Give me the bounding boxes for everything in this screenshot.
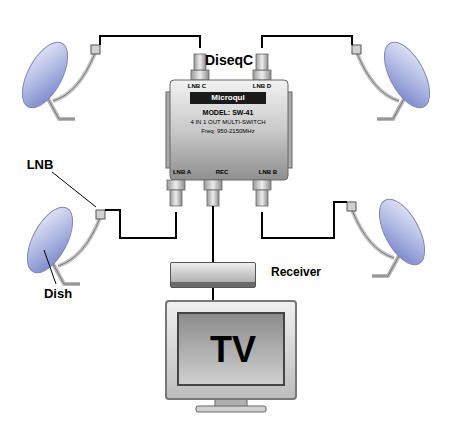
device-marking: Microqul — [211, 94, 244, 102]
device-marking: REC — [216, 169, 229, 175]
satellite-dish — [352, 35, 439, 119]
satellite-dish — [13, 35, 100, 119]
tv-stand — [196, 399, 266, 412]
device-marking: 4 IN 1 OUT MULTI-SWITCH — [190, 119, 265, 125]
cable — [212, 288, 214, 300]
switch-label: DiseqC — [205, 52, 253, 68]
cable — [212, 206, 214, 262]
satellite-dish — [18, 200, 105, 284]
leader-line — [44, 172, 96, 284]
diseqc-switch — [166, 54, 292, 206]
receiver-label: Receiver — [271, 265, 321, 279]
device-marking: LNB A — [173, 169, 191, 175]
device-marking: LNB D — [253, 83, 271, 89]
callout-label: LNB — [27, 158, 54, 171]
callout-label: Dish — [44, 287, 72, 300]
tv-label: TV — [210, 329, 256, 371]
coax-cable — [100, 36, 352, 238]
device-marking: MODEL: SW-41 — [203, 109, 254, 116]
device-marking: LNB B — [259, 169, 277, 175]
receiver-box: Receiver — [170, 262, 256, 288]
device-marking: Freq: 950-2150MHz — [201, 128, 254, 134]
tv-box: TV — [165, 300, 297, 400]
device-marking: LNB C — [188, 83, 206, 89]
satellite-dish — [347, 192, 434, 276]
